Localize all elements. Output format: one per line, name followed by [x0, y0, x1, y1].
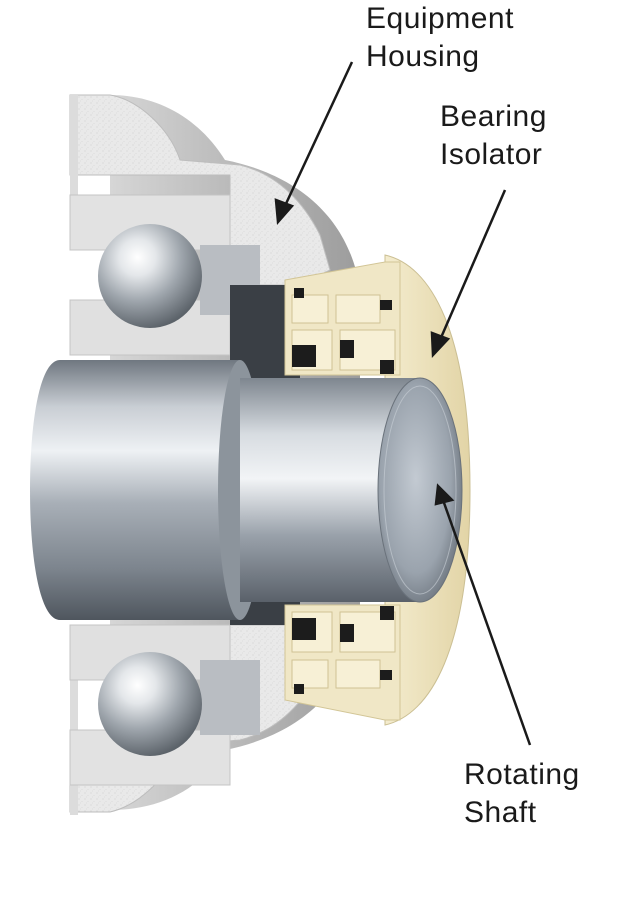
label-rotating-shaft: Rotating Shaft [464, 756, 580, 832]
label-equipment-housing-line1: Equipment [366, 2, 514, 35]
label-rotating-shaft-line2: Shaft [464, 796, 537, 829]
leader-lines [274, 61, 532, 746]
label-rotating-shaft-line1: Rotating [464, 758, 580, 791]
label-bearing-isolator-line2: Isolator [440, 138, 543, 171]
bearing-ball-bottom [98, 652, 202, 756]
leader-rotating-shaft [441, 499, 532, 746]
bearing-isolator [284, 254, 471, 726]
arrowhead-bearing-isolator [430, 331, 451, 359]
arrowhead-equipment-housing [274, 198, 295, 226]
label-bearing-isolator: Bearing Isolator [440, 98, 547, 174]
label-bearing-isolator-line1: Bearing [440, 100, 547, 133]
arrowhead-rotating-shaft [434, 483, 455, 506]
label-equipment-housing: Equipment Housing [366, 0, 514, 76]
label-equipment-housing-line2: Housing [366, 40, 480, 73]
rotating-shaft [30, 360, 463, 620]
bearing-ball-top [98, 224, 202, 328]
leader-equipment-housing [282, 61, 354, 209]
leader-bearing-isolator [438, 189, 507, 341]
